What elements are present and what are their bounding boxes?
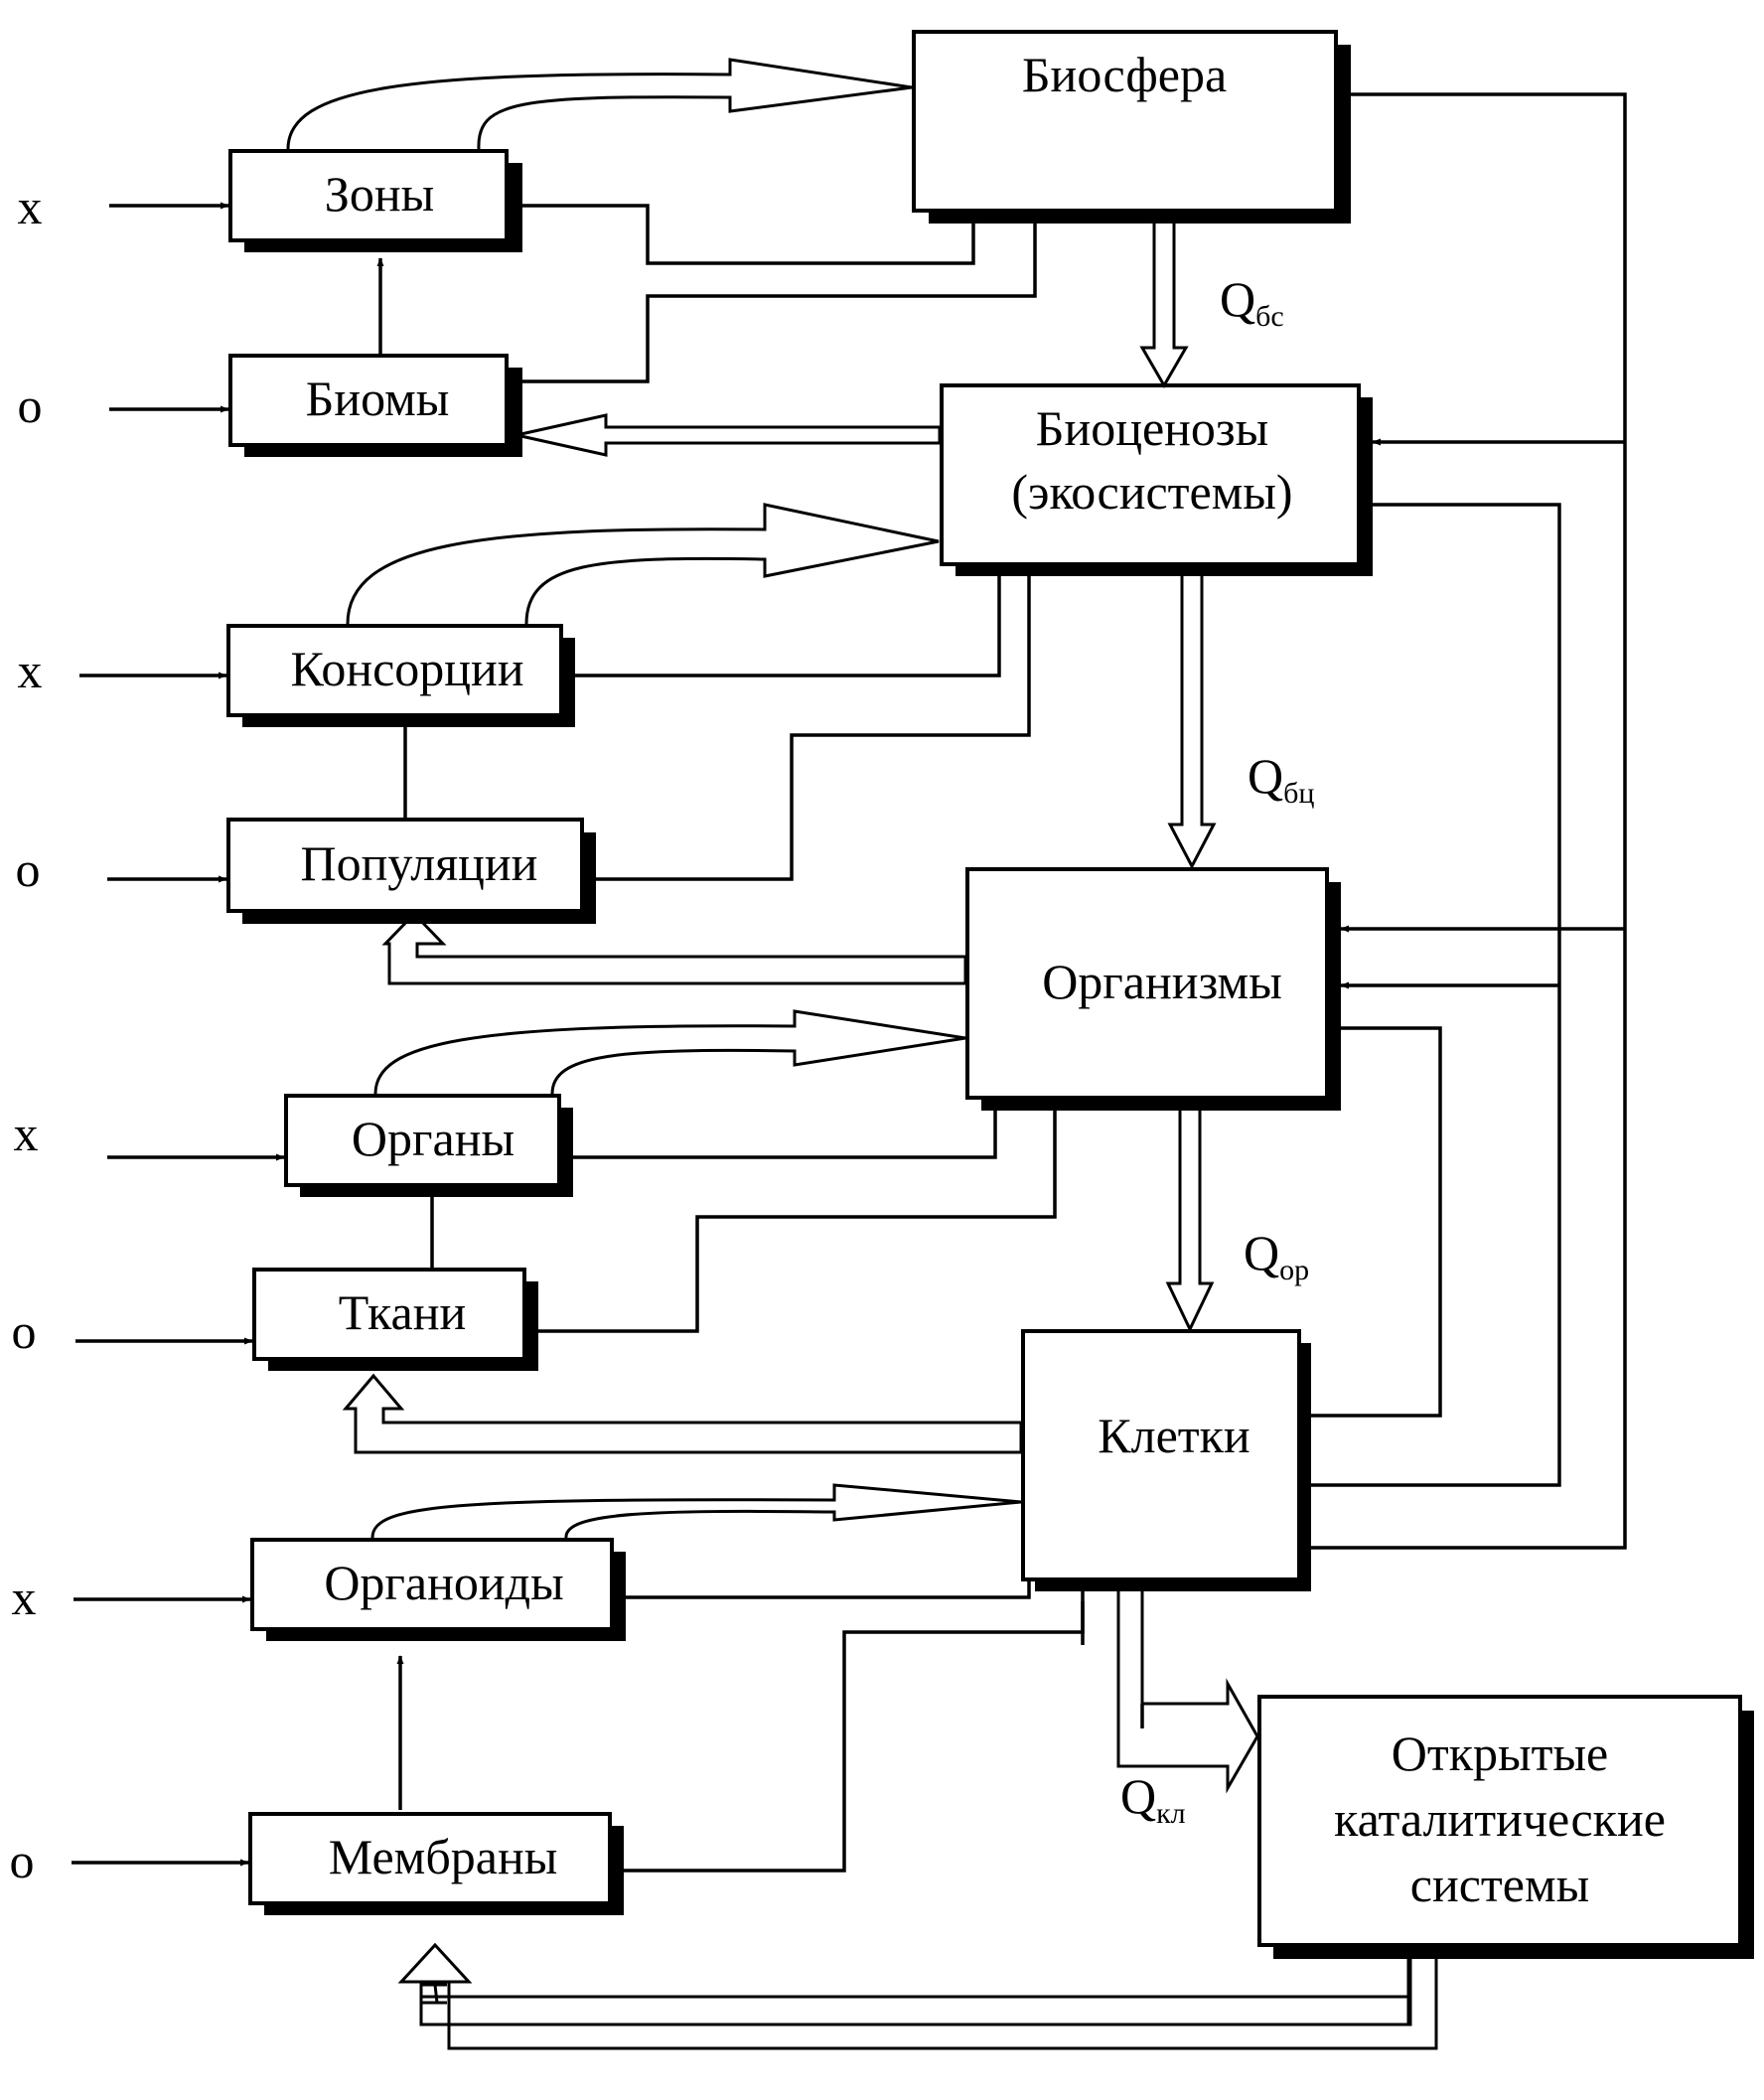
input-arrows [72, 202, 285, 1867]
right-feedback-bus [1300, 92, 1627, 1552]
flow-label-q-kl: Qкл [1120, 1768, 1186, 1830]
input-letter: о [10, 1833, 35, 1888]
curved-flow-arrows [286, 58, 1022, 1539]
box-tkani [252, 1268, 526, 1361]
input-letter: о [16, 841, 41, 897]
label-populyacii: Популяции [301, 835, 538, 891]
label-biomy: Биомы [306, 371, 450, 426]
membrany-up-arrow [397, 1942, 1438, 2050]
label-zony: Зоны [325, 166, 434, 222]
input-letter: о [12, 1303, 37, 1359]
label-tkani: Ткани [339, 1284, 467, 1340]
box-zony [228, 149, 509, 242]
label-ekosistemy: (экосистемы) [1011, 464, 1292, 520]
input-letter: х [14, 1106, 39, 1161]
label-kletki: Клетки [1098, 1408, 1250, 1463]
box-populyacii [226, 818, 584, 913]
box-biosfera [912, 30, 1338, 213]
flow-label-q-or: Qор [1244, 1225, 1309, 1286]
q-flow-arrows [1116, 212, 1259, 1794]
input-letter: х [18, 643, 43, 698]
box-konsorcii [226, 624, 563, 717]
box-biocenozy [940, 383, 1361, 566]
box-kletki [1021, 1329, 1301, 1581]
input-letter: х [18, 179, 43, 234]
input-letter: о [18, 377, 43, 433]
flow-label-q-bc: Qбц [1248, 748, 1314, 810]
feedback-lines [508, 202, 1085, 1875]
box-organizmy [965, 867, 1329, 1100]
box-open-systems [1257, 1695, 1742, 1947]
flow-label-q-bs: Qбс [1220, 271, 1284, 333]
box-organy [284, 1094, 561, 1187]
box-membrany [248, 1812, 612, 1905]
label-biocenozy: Биоценозы [1036, 400, 1269, 456]
label-open-3: системы [1410, 1857, 1589, 1912]
label-konsorcii: Консорции [290, 641, 523, 696]
label-biosfera: Биосфера [1022, 47, 1227, 102]
label-organy: Органы [352, 1111, 514, 1166]
box-biomy [228, 354, 509, 447]
label-organizmy: Организмы [1042, 954, 1282, 1009]
input-letter: х [12, 1570, 37, 1625]
label-organoidy: Органоиды [324, 1555, 563, 1610]
label-open-1: Открытые [1392, 1725, 1608, 1781]
label-membrany: Мембраны [329, 1829, 558, 1884]
box-organoidy [250, 1538, 614, 1631]
level-up-arrows [376, 257, 436, 1810]
label-open-2: каталитические [1334, 1791, 1666, 1847]
